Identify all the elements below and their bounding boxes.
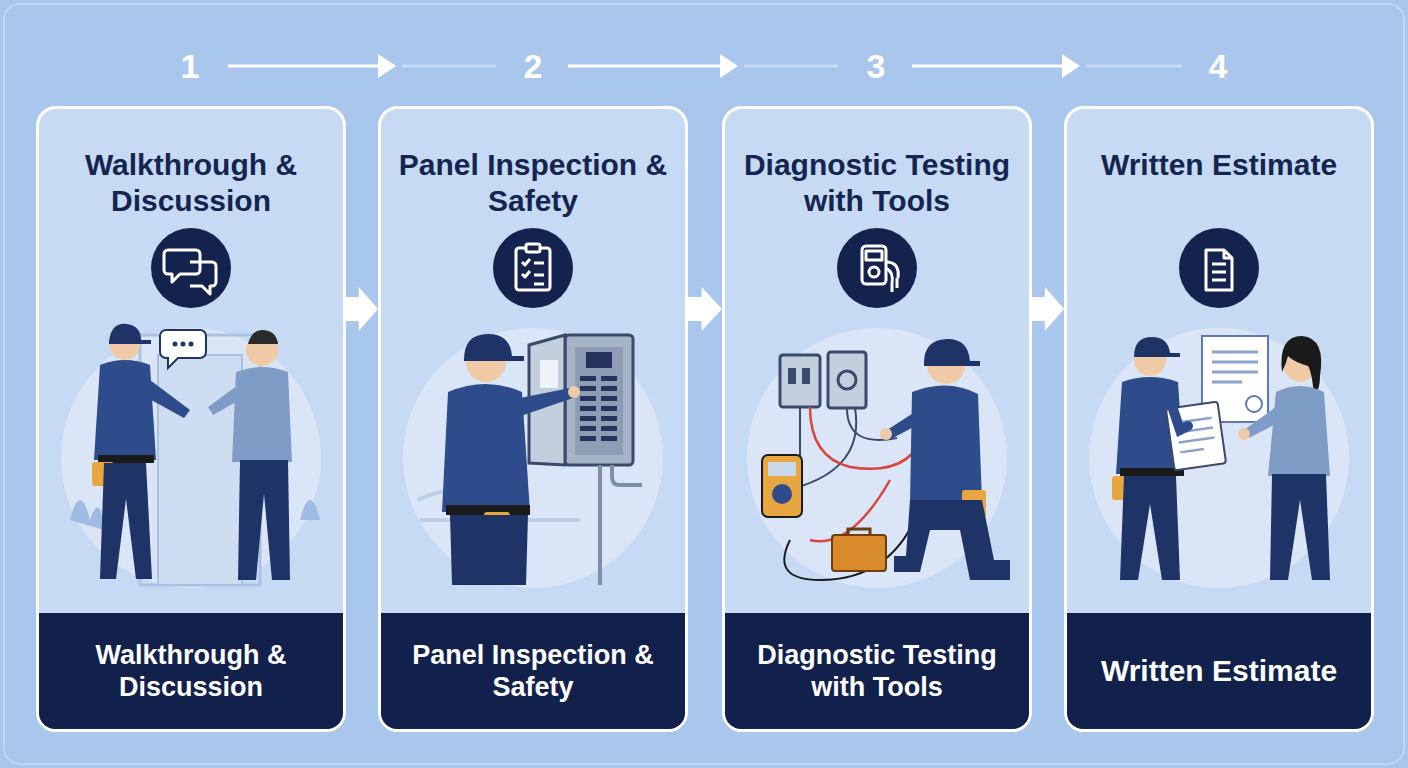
band-label: Walkthrough & Discussion [39, 639, 343, 703]
step-card: Walkthrough & DiscussionWalkthrough & Di… [36, 106, 346, 732]
scene-circles [61, 328, 1349, 588]
step-card: Panel Inspection & SafetyPanel Inspectio… [378, 106, 688, 732]
band-label: Written Estimate [1089, 653, 1349, 689]
step-label-band: Walkthrough & Discussion [39, 613, 343, 729]
flow-arrow [1032, 287, 1064, 331]
flow-arrow [688, 287, 722, 331]
card-title: Diagnostic Testing with Tools [732, 147, 1022, 219]
diagnostic-scene [762, 339, 1010, 580]
panel-scene [418, 334, 642, 585]
step-track [402, 65, 1182, 68]
step-number: 2 [503, 46, 563, 86]
step-label-band: Panel Inspection & Safety [381, 613, 685, 729]
step-number: 4 [1188, 46, 1248, 86]
step-number: 3 [846, 46, 906, 86]
flow-arrow [346, 287, 378, 331]
estimate-scene [1112, 336, 1330, 580]
card-title: Panel Inspection & Safety [393, 147, 673, 219]
step-label-band: Written Estimate [1067, 613, 1371, 729]
step-label-band: Diagnostic Testing with Tools [725, 613, 1029, 729]
card-fills [36, 106, 1374, 732]
step-card: Diagnostic Testing with ToolsDiagnostic … [722, 106, 1032, 732]
card-title: Written Estimate [1084, 147, 1354, 183]
step-arrows [228, 54, 1080, 78]
band-label: Panel Inspection & Safety [381, 639, 685, 703]
step-number: 1 [160, 46, 220, 86]
card-title: Walkthrough & Discussion [56, 147, 326, 219]
walkthrough-scene [70, 324, 320, 585]
band-label: Diagnostic Testing with Tools [725, 639, 1029, 703]
page-frame [4, 4, 1404, 764]
icon-glyphs [164, 244, 1232, 294]
step-card: Written EstimateWritten Estimate [1064, 106, 1374, 732]
